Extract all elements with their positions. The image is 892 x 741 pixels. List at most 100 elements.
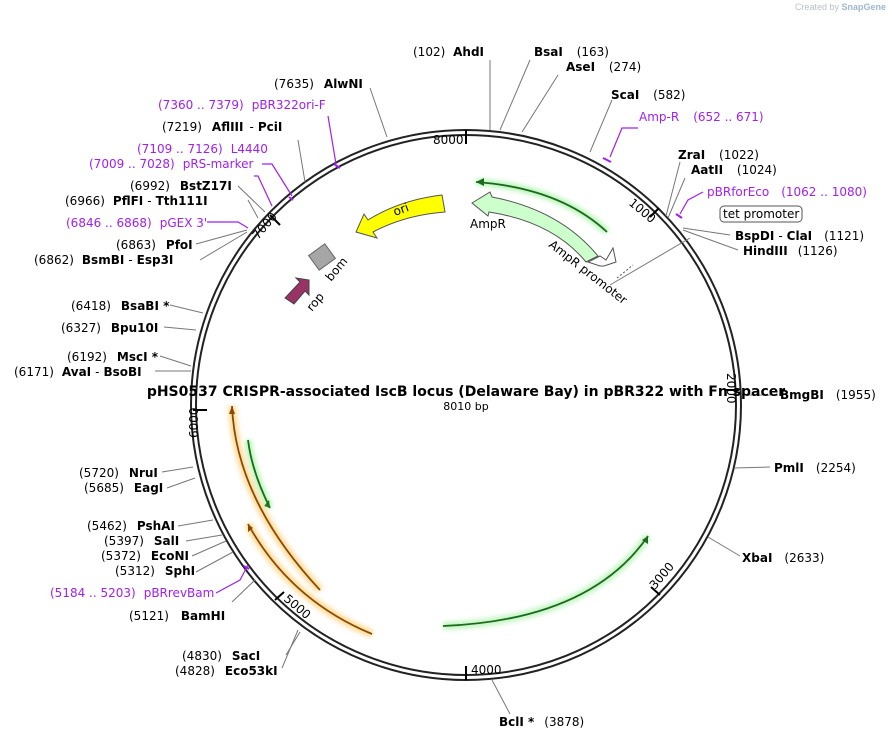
leader-afliii — [297, 139, 306, 183]
orf-arc-2 — [247, 439, 271, 509]
site-scai[interactable]: ScaI (582) — [611, 88, 685, 102]
feature-rop[interactable] — [284, 277, 310, 305]
site-aatii[interactable]: AatII (1024) — [691, 163, 777, 177]
orf-arrow-2 — [264, 500, 270, 508]
tick-label-6000: 6000 — [187, 407, 201, 438]
primer-ampr[interactable]: Amp-R(652 .. 671) — [639, 110, 764, 124]
plasmid-length: 8010 bp — [443, 400, 488, 413]
feature-ori[interactable] — [355, 194, 446, 239]
site-afliii[interactable]: (7219)AflIII-PciI — [162, 120, 282, 134]
leader-bsmbi — [199, 231, 248, 261]
leader-pshai — [177, 519, 214, 527]
orf-arrow-1 — [476, 178, 484, 186]
site-bamhi[interactable]: (5121)BamHI — [129, 609, 225, 623]
leader-econi — [191, 540, 227, 557]
primer-marks — [207, 115, 704, 594]
feature-ampr[interactable] — [471, 191, 599, 263]
site-hindiii[interactable]: HindIII(1126) — [743, 244, 838, 258]
site-bmgbi[interactable]: BmgBI(1955) — [780, 388, 876, 402]
tet-promoter-box[interactable] — [719, 205, 803, 223]
site-pfoi[interactable]: (6863)PfoI — [116, 238, 193, 252]
orf-arc-1 — [475, 181, 608, 233]
site-bsmbi[interactable]: (6862)BsmBI-Esp3I — [34, 253, 173, 267]
site-eco53ki[interactable]: (4828)Eco53kI — [175, 664, 278, 678]
orf-arrow-5 — [248, 524, 253, 532]
site-leader-lines — [155, 59, 778, 715]
feature-bom[interactable] — [307, 243, 337, 271]
site-asei[interactable]: AseI (274) — [566, 60, 641, 74]
tick-label-2000: 2000 — [724, 373, 738, 404]
tick-mark-5000 — [274, 591, 285, 601]
primer-line-pbr322ori — [327, 115, 337, 165]
feature-ampr-promoter[interactable] — [586, 246, 617, 267]
site-msci[interactable]: (6192)MscI * — [67, 350, 159, 364]
primer-pgex3[interactable]: (6846 .. 6868)pGEX 3' — [66, 216, 207, 230]
site-econi[interactable]: (5372)EcoNI — [101, 549, 189, 563]
leader-sphi — [195, 551, 234, 573]
leader-xbai — [707, 536, 741, 557]
site-saci[interactable]: (4830)SacI — [182, 649, 260, 663]
site-zrai[interactable]: ZraI (1022) — [678, 148, 759, 162]
primer-line-pbrforeco — [679, 191, 704, 215]
leader-asei — [521, 74, 559, 133]
site-pmli[interactable]: PmlI(2254) — [774, 461, 856, 475]
leader-zrai — [665, 161, 681, 217]
leader-sali — [185, 534, 223, 542]
site-pshai[interactable]: (5462)PshAI — [87, 519, 175, 533]
tick-label-8000: 8000 — [433, 133, 464, 147]
leader-bstz17i — [237, 185, 266, 213]
site-nrui[interactable]: (5720)NruI — [79, 466, 158, 480]
leader-pfoi — [195, 229, 248, 245]
primer-line-ampr — [609, 127, 638, 158]
feature-label-tet-promoter: tet promoter — [723, 207, 799, 221]
leader-bpu10i — [163, 326, 197, 331]
feature-tet-promoter-mark — [616, 264, 634, 279]
leader-eagi — [166, 477, 196, 489]
credit-brand: SnapGene — [841, 2, 886, 12]
tick-mark-7000 — [269, 214, 281, 226]
primer-l4440[interactable]: (7109 .. 7126)L4440 — [137, 142, 268, 156]
leader-bsabi — [169, 304, 204, 314]
site-bspdi[interactable]: BspDI-ClaI(1121) — [735, 229, 864, 243]
site-bsabi[interactable]: (6418)BsaBI * — [71, 299, 170, 313]
primer-arrow-ampr — [602, 157, 612, 163]
primer-arrow-pbrforeco — [675, 213, 683, 219]
leader-pmli — [733, 466, 771, 469]
leader-saci — [285, 631, 301, 656]
orf-arrow-3 — [642, 536, 648, 544]
credit-prefix: Created by — [794, 2, 839, 12]
site-bcli[interactable]: BclI *(3878) — [499, 715, 584, 729]
site-sali[interactable]: (5397)SalI — [104, 534, 179, 548]
primer-line-l4440 — [262, 163, 293, 197]
leader-bspdi — [682, 227, 731, 236]
leader-eco53ki — [281, 629, 299, 669]
site-sphi[interactable]: (5312)SphI — [115, 564, 195, 578]
plasmid-title: pHS0537 CRISPR-associated IscB locus (De… — [147, 384, 785, 400]
primer-arrow-l4440 — [288, 196, 294, 201]
primer-prsmarker[interactable]: (7009 .. 7028)pRS-marker — [89, 157, 253, 171]
tick-marks — [193, 130, 739, 680]
primer-arrow-pbr322ori — [333, 163, 341, 169]
site-eagi[interactable]: (5685)EagI — [84, 481, 163, 495]
site-bpu10i[interactable]: (6327)Bpu10I — [61, 321, 158, 335]
orf-arc-4 — [231, 405, 321, 591]
site-ahdi[interactable]: (102) AhdI — [413, 45, 484, 59]
site-xbai[interactable]: XbaI(2633) — [742, 551, 824, 565]
leader-bsai — [499, 59, 531, 131]
orf-arc-3 — [442, 535, 649, 627]
site-bstz17i[interactable]: (6992)BstZ17I — [130, 179, 232, 193]
site-alwni[interactable]: (7635)AlwNI — [274, 77, 363, 91]
leader-bcli — [491, 679, 511, 715]
primer-pbrforeco[interactable]: pBRforEco(1062 .. 1080) — [707, 185, 867, 199]
site-avai[interactable]: (6171)AvaI-BsoBI — [14, 365, 142, 379]
leader-tet-promoter — [609, 237, 691, 286]
primer-pbr322ori[interactable]: (7360 .. 7379)pBR322ori-F — [158, 98, 326, 112]
tick-label-4000: 4000 — [471, 663, 502, 677]
site-bsai[interactable]: BsaI (163) — [534, 45, 609, 59]
primer-pbrrevbam[interactable]: (5184 .. 5203)pBRrevBam — [50, 586, 214, 600]
leader-alwni — [369, 87, 388, 138]
site-pflfi[interactable]: (6966)PflFI-Tth111I — [65, 194, 208, 208]
leader-nrui — [161, 466, 194, 473]
snapgene-credit: Created by SnapGene — [795, 2, 886, 12]
